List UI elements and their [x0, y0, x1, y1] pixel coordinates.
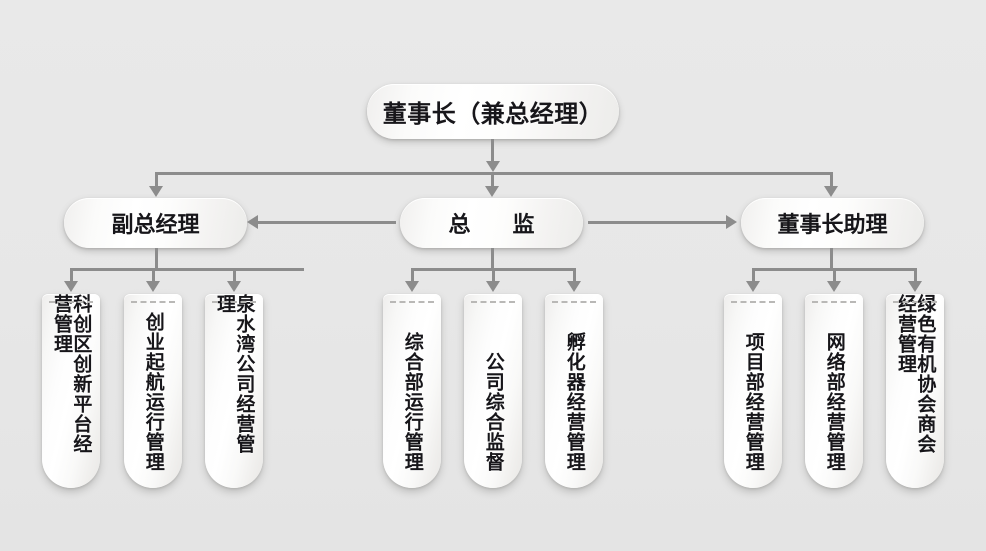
- connector-vp-drop-1: [70, 268, 73, 283]
- node-vice-general-manager[interactable]: 副总经理: [64, 198, 247, 248]
- connector-bus-drop-center-arrow-icon: [485, 186, 499, 197]
- connector-bus-drop-center: [491, 172, 494, 188]
- node-chuangye-label: 创业起航运行管理: [142, 312, 164, 472]
- connector-assistant-drop-3: [914, 268, 917, 283]
- node-chairman[interactable]: 董事长（兼总经理）: [367, 84, 619, 139]
- connector-assistant-drop-2-arrow-icon: [827, 281, 841, 292]
- connector-director-drop-1-arrow-icon: [405, 281, 419, 292]
- connector-vp-drop-2-arrow-icon: [146, 281, 160, 292]
- node-quanshuiwan-label: 泉水湾公司经营管理: [214, 294, 255, 454]
- connector-director-drop-3-arrow-icon: [567, 281, 581, 292]
- connector-assistant-stem: [830, 248, 833, 270]
- connector-assistant-drop-2: [833, 268, 836, 283]
- node-xiangmubu[interactable]: 项目部经营管理: [724, 294, 782, 488]
- node-gongsijiandu-label: 公司综合监督: [482, 352, 504, 472]
- connector-bus-drop-right: [830, 172, 833, 188]
- node-fuhuaqi-label: 孵化器经营管理: [563, 332, 585, 472]
- connector-vp-drop-1-arrow-icon: [64, 281, 78, 292]
- divider-dashed: [812, 301, 856, 303]
- connector-director-stem: [491, 248, 494, 270]
- node-chuangye[interactable]: 创业起航运行管理: [124, 294, 182, 488]
- divider-dashed: [731, 301, 775, 303]
- connector-root-stem: [491, 139, 494, 163]
- connector-director-drop-2: [492, 268, 495, 283]
- node-kechuangqu-label: 科创区创新平台经营管理: [51, 294, 92, 454]
- connector-vp-drop-2: [152, 268, 155, 283]
- node-fuhuaqi[interactable]: 孵化器经营管理: [545, 294, 603, 488]
- node-chairman-assistant[interactable]: 董事长助理: [741, 198, 924, 248]
- divider-dashed: [552, 301, 596, 303]
- connector-director-drop-2-arrow-icon: [486, 281, 500, 292]
- node-wangluobu[interactable]: 网络部经营管理: [805, 294, 863, 488]
- connector-director-to-assistant-arrow-icon: [726, 215, 737, 229]
- node-lvseyouji-label: 绿色有机协会商会经营管理: [895, 294, 936, 454]
- connector-director-to-vp: [258, 221, 396, 224]
- node-zongheb[interactable]: 综合部运行管理: [383, 294, 441, 488]
- node-wangluobu-label: 网络部经营管理: [823, 332, 845, 472]
- divider-dashed: [471, 301, 515, 303]
- connector-bus-drop-left: [155, 172, 158, 188]
- connector-vp-stem: [155, 248, 158, 270]
- node-gongsijiandu[interactable]: 公司综合监督: [464, 294, 522, 488]
- connector-assistant-drop-1: [752, 268, 755, 283]
- connector-assistant-drop-1-arrow-icon: [746, 281, 760, 292]
- connector-director-to-vp-arrow-icon: [247, 215, 258, 229]
- connector-vp-bus: [70, 268, 304, 271]
- connector-vp-drop-3: [233, 268, 236, 283]
- node-chairman-assistant-label: 董事长助理: [777, 212, 888, 237]
- connector-root-stem-arrow-icon: [486, 161, 500, 172]
- node-director[interactable]: 总 监: [400, 198, 583, 248]
- node-xiangmubu-label: 项目部经营管理: [742, 332, 764, 472]
- divider-dashed: [212, 301, 256, 303]
- connector-bus-drop-left-arrow-icon: [149, 186, 163, 197]
- node-lvseyouji[interactable]: 绿色有机协会商会经营管理: [886, 294, 944, 488]
- divider-dashed: [390, 301, 434, 303]
- connector-vp-drop-3-arrow-icon: [227, 281, 241, 292]
- connector-assistant-drop-3-arrow-icon: [908, 281, 922, 292]
- node-chairman-label: 董事长（兼总经理）: [382, 101, 604, 128]
- divider-dashed: [131, 301, 175, 303]
- connector-director-to-assistant: [588, 221, 726, 224]
- node-director-label: 总 监: [448, 212, 545, 237]
- connector-tier2-bus: [155, 172, 833, 175]
- connector-director-drop-3: [573, 268, 576, 283]
- node-vice-general-manager-label: 副总经理: [111, 212, 200, 237]
- divider-dashed: [893, 301, 937, 303]
- connector-bus-drop-right-arrow-icon: [824, 186, 838, 197]
- divider-dashed: [49, 301, 93, 303]
- node-quanshuiwan[interactable]: 泉水湾公司经营管理: [205, 294, 263, 488]
- connector-director-drop-1: [411, 268, 414, 283]
- node-kechuangqu[interactable]: 科创区创新平台经营管理: [42, 294, 100, 488]
- node-zongheb-label: 综合部运行管理: [401, 332, 423, 472]
